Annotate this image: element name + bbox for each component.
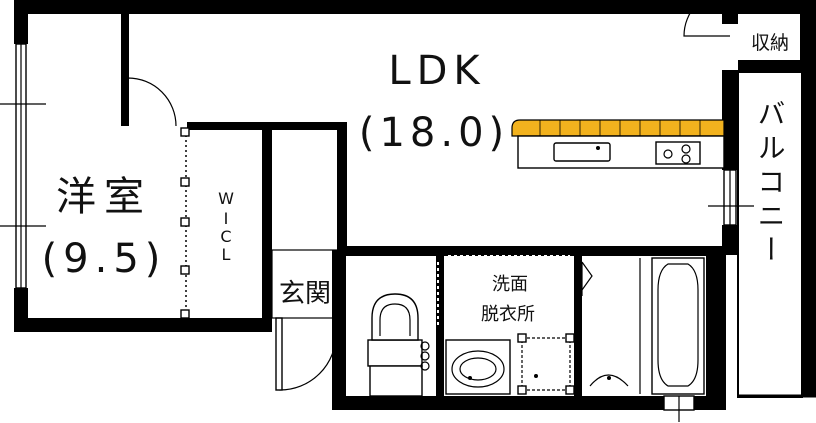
toilet-icon (367, 293, 430, 397)
sink-icon (553, 142, 611, 162)
wic-right-wall (262, 122, 272, 332)
bottom-wall (332, 396, 716, 410)
ldk-label: LDK (388, 48, 485, 94)
doors (127, 0, 730, 391)
bath-sink-icon (589, 374, 629, 387)
western-room-size: (9.5) (42, 236, 167, 282)
wic-label-l: L (222, 245, 231, 264)
washroom-label-2: 脱衣所 (481, 304, 535, 325)
bedroom-ldk-wall (121, 14, 129, 126)
storage-wall (722, 14, 738, 24)
storage-door[interactable] (683, 0, 730, 37)
entrance-door[interactable] (279, 318, 337, 391)
ldk-right-wall-upper (722, 70, 738, 170)
wet-area-top-wall (337, 246, 726, 256)
wic-label-c: C (220, 227, 231, 246)
western-room-label: 洋室 (56, 174, 152, 220)
bathroom (589, 257, 705, 395)
toilet-partition (436, 256, 444, 396)
balcony (737, 71, 816, 398)
storage-right-wall (800, 14, 816, 64)
ldk-right-wall-lower (722, 225, 738, 255)
bedroom-bottom-wall (14, 318, 270, 332)
wic-label-w: W (218, 189, 234, 208)
balcony-rail (802, 72, 816, 397)
top-wall (14, 0, 816, 14)
bath-partition (574, 256, 582, 396)
wic-fittings (180, 125, 570, 326)
labels: LDK (18.0) 洋室 (9.5) W I C L 玄関 洗面 脱衣所 収納… (42, 32, 789, 325)
entrance-label: 玄関 (279, 279, 331, 309)
hall-right-wall (337, 122, 347, 250)
walls (14, 0, 816, 410)
balcony-label: バルコニー (754, 99, 787, 269)
bathtub-icon (651, 257, 705, 395)
bedroom-door[interactable] (127, 77, 177, 127)
kitchen-counter (511, 119, 725, 137)
wic-label-i: I (224, 209, 229, 228)
washbasin-icon (445, 339, 511, 395)
washroom-label: 洗面 (492, 274, 528, 295)
wet-area-left-wall (332, 250, 346, 410)
kitchen (511, 119, 725, 169)
washing-machine-pan (517, 333, 575, 395)
entrance-step (271, 249, 338, 319)
storage-label: 収納 (751, 32, 789, 54)
windows (0, 43, 754, 422)
left-wall-top (14, 0, 28, 44)
storage-bottom-wall (738, 60, 816, 72)
ldk-size: (18.0) (359, 110, 509, 156)
bath-right-wall (706, 250, 726, 410)
stove-icon (655, 141, 701, 165)
